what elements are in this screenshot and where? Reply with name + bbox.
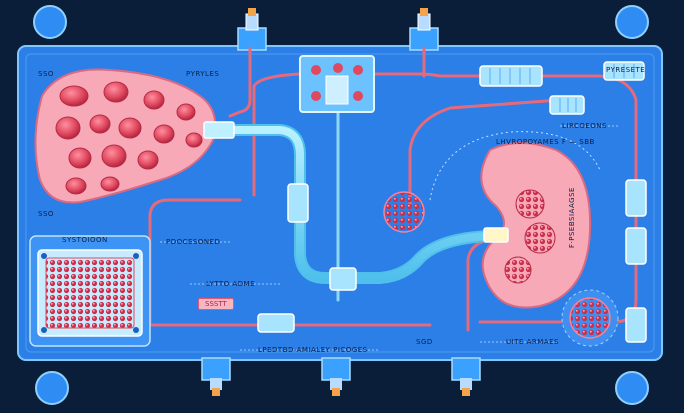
processed-label: PDOCESONED [166, 238, 221, 246]
bottom-connectors [201, 357, 481, 396]
right-top-title: LIRCOEONS [562, 122, 607, 130]
liver-port [203, 121, 235, 139]
alert-tag: SSSTT [198, 298, 234, 310]
bottom-right-label: UITE ARMAES [506, 338, 559, 346]
cell-culture-panel [29, 235, 151, 347]
arc-label: LHVROPOYAMES F — SBB [496, 138, 595, 146]
corner-post-top-right [615, 5, 649, 39]
bottom-center-label: LPEDTBD AMIALEY PICOGES [258, 346, 368, 354]
kidney-organ [480, 142, 592, 309]
cell-panel-title: SYSTOIOON [62, 236, 108, 244]
cell-cluster-bottom-right [561, 289, 619, 347]
valve-block [299, 55, 375, 113]
right-vertical-label: F·PSEBSIAAGSE [568, 187, 576, 248]
liver-organ [34, 68, 217, 204]
top-left-code: SSO [38, 70, 54, 78]
kidney-port [483, 227, 509, 243]
corner-posts [33, 5, 649, 405]
corner-post-bottom-right [615, 371, 649, 405]
corner-post-bottom-left [35, 371, 69, 405]
liver-code: SSO [38, 210, 54, 218]
cell-cluster-center [383, 191, 425, 233]
top-connectors [237, 8, 439, 51]
lytto-adme-label: LYTTO ADME [206, 280, 256, 288]
top-right-code: PYRESETE [606, 66, 646, 74]
liver-title: PYRYLES [186, 70, 220, 78]
inner-frame [25, 53, 655, 353]
corner-post-top-left [33, 5, 67, 39]
side-filters [257, 179, 647, 343]
bottom-small-label: SGD [416, 338, 433, 346]
vessel-lines [148, 46, 638, 332]
tube-lines [204, 98, 496, 302]
leader-lines [160, 125, 620, 351]
